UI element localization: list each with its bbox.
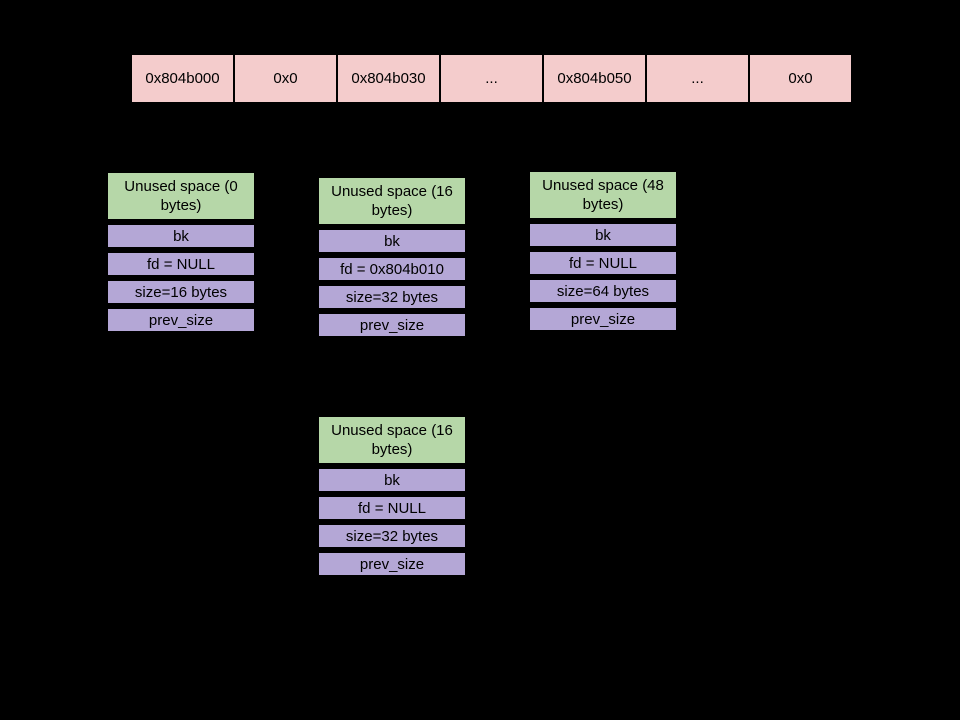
memory-address-row: 0x804b000 0x0 0x804b030 ... 0x804b050 ..… (130, 53, 853, 104)
chunk-fd-row: fd = 0x804b010 (317, 256, 467, 282)
chunk-prev-size-row: prev_size (528, 306, 678, 332)
chunk-unused-space-header: Unused space (16 bytes) (317, 415, 467, 465)
chunk-size-row: size=16 bytes (106, 279, 256, 305)
chunk-16-bytes: Unused space (0 bytes) bk fd = NULL size… (106, 171, 256, 333)
memory-cell-5: ... (645, 53, 750, 104)
chunk-size-row: size=64 bytes (528, 278, 678, 304)
chunk-fd-row: fd = NULL (106, 251, 256, 277)
chunk-64-bytes: Unused space (48 bytes) bk fd = NULL siz… (528, 170, 678, 332)
chunk-fd-row: fd = NULL (317, 495, 467, 521)
chunk-bk-row: bk (317, 467, 467, 493)
memory-cell-6: 0x0 (748, 53, 853, 104)
memory-cell-2: 0x804b030 (336, 53, 441, 104)
chunk-fd-row: fd = NULL (528, 250, 678, 276)
chunk-unused-space-header: Unused space (16 bytes) (317, 176, 467, 226)
chunk-32-bytes-bottom: Unused space (16 bytes) bk fd = NULL siz… (317, 415, 467, 577)
chunk-prev-size-row: prev_size (317, 312, 467, 338)
chunk-prev-size-row: prev_size (317, 551, 467, 577)
chunk-bk-row: bk (317, 228, 467, 254)
chunk-size-row: size=32 bytes (317, 523, 467, 549)
chunk-prev-size-row: prev_size (106, 307, 256, 333)
chunk-size-row: size=32 bytes (317, 284, 467, 310)
chunk-bk-row: bk (106, 223, 256, 249)
memory-cell-3: ... (439, 53, 544, 104)
memory-cell-0: 0x804b000 (130, 53, 235, 104)
memory-cell-4: 0x804b050 (542, 53, 647, 104)
chunk-unused-space-header: Unused space (48 bytes) (528, 170, 678, 220)
chunk-unused-space-header: Unused space (0 bytes) (106, 171, 256, 221)
chunk-32-bytes-top: Unused space (16 bytes) bk fd = 0x804b01… (317, 176, 467, 338)
memory-cell-1: 0x0 (233, 53, 338, 104)
chunk-bk-row: bk (528, 222, 678, 248)
